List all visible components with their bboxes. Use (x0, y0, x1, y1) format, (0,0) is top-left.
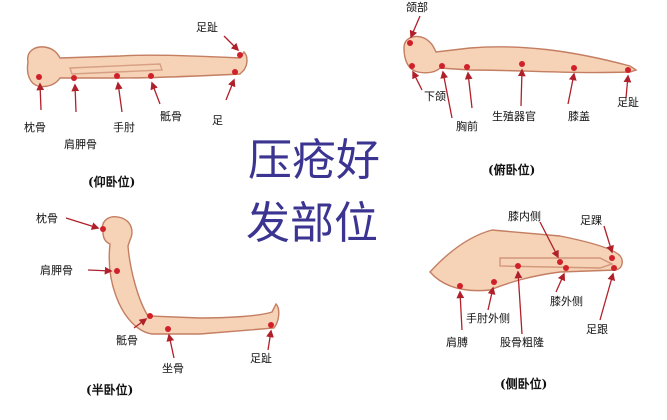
label-lateral-outer-elbow: 手肘外侧 (466, 311, 510, 325)
label-semi-occipital: 枕骨 (36, 211, 58, 225)
supine-figure (26, 35, 248, 113)
caption-lateral: (侧卧位) (500, 376, 547, 391)
label-supine-scapula: 肩胛骨 (64, 137, 97, 151)
label-supine-toe: 足趾 (196, 20, 218, 34)
label-supine-sacrum: 骶骨 (160, 110, 182, 123)
title-line-1: 压疮好 (248, 135, 380, 186)
label-lateral-ankle: 足踝 (580, 214, 602, 227)
caption-prone: (俯卧位) (488, 162, 535, 177)
label-prone-cheek: 颌部 (406, 0, 428, 14)
label-prone-chin: 下颌 (424, 89, 446, 103)
label-lateral-outer-knee: 膝外侧 (550, 295, 583, 308)
label-lateral-inner-knee: 膝内侧 (508, 209, 541, 223)
label-semi-sacrum: 骶骨 (116, 334, 138, 347)
label-supine-occipital: 枕骨 (24, 120, 46, 134)
label-semi-ischium: 坐骨 (162, 362, 184, 375)
title-line-2: 发部位 (246, 198, 378, 249)
label-lateral-shoulder: 肩膊 (446, 335, 468, 349)
label-lateral-trochanter: 股骨粗隆 (500, 335, 544, 349)
label-lateral-heel: 足跟 (586, 323, 608, 336)
label-supine-elbow: 手肘 (113, 120, 135, 134)
lateral-figure (429, 229, 623, 292)
caption-semi: (半卧位) (86, 382, 133, 397)
label-prone-knee: 膝盖 (568, 109, 590, 123)
label-supine-heel: 足 (212, 114, 223, 127)
label-prone-toe: 足趾 (617, 95, 639, 109)
label-semi-scapula: 肩胛骨 (40, 263, 73, 277)
prone-figure (403, 15, 638, 119)
caption-supine: (仰卧位) (88, 174, 135, 189)
label-prone-genital: 生殖器官 (492, 109, 536, 123)
semi-figure (100, 216, 280, 335)
label-prone-chest: 胸前 (456, 119, 478, 133)
label-semi-toe: 足趾 (250, 351, 272, 365)
